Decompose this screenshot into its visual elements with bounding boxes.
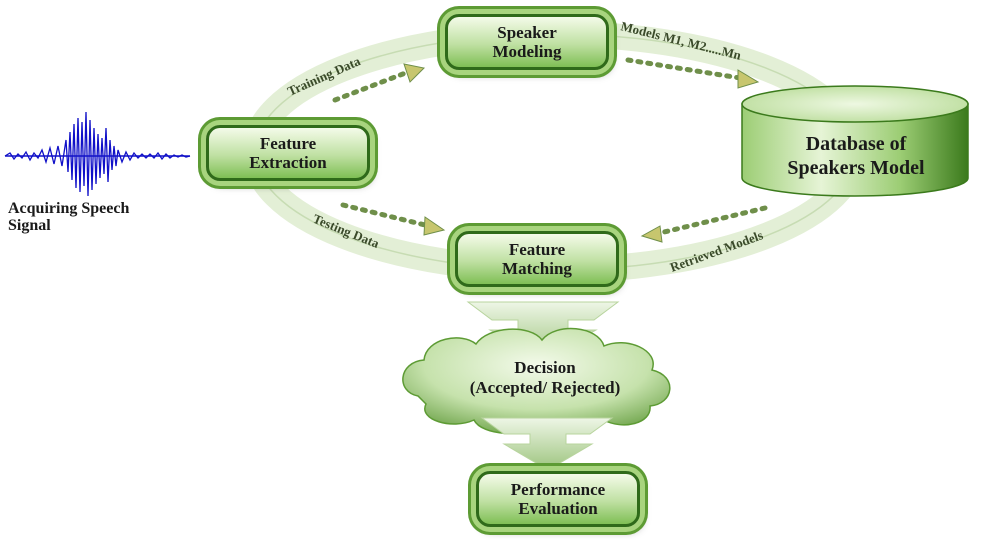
decision-label: Decision (Accepted/ Rejected) — [430, 358, 660, 398]
speaker-modeling-box: Speaker Modeling — [445, 14, 609, 70]
feature-extraction-box: Feature Extraction — [206, 125, 370, 181]
dotted-arrow-testing — [340, 202, 446, 236]
feature-matching-box: Feature Matching — [455, 231, 619, 287]
database-line2: Speakers Model — [787, 157, 925, 179]
dotted-arrow-training — [332, 63, 426, 103]
decision-line1: Decision — [514, 358, 576, 377]
feature-extraction-line1: Feature — [259, 134, 317, 153]
feature-matching-line2: Matching — [502, 259, 572, 278]
signal-line1: Acquiring Speech — [8, 200, 130, 217]
feature-matching-line1: Feature — [508, 240, 566, 259]
performance-evaluation-box: Performance Evaluation — [476, 471, 640, 527]
acquiring-speech-signal-label: Acquiring Speech Signal — [8, 200, 129, 234]
decision-line2: (Accepted/ Rejected) — [469, 378, 621, 397]
feature-extraction-line2: Extraction — [249, 153, 327, 172]
performance-evaluation-line2: Evaluation — [518, 499, 598, 518]
performance-evaluation-line1: Performance — [510, 480, 606, 499]
database-cylinder-icon — [741, 85, 969, 197]
database-line1: Database of — [805, 133, 907, 155]
speech-waveform-icon — [4, 111, 191, 197]
speaker-modeling-line2: Modeling — [492, 42, 562, 61]
dotted-arrow-retrieved — [640, 205, 768, 243]
signal-line2: Signal — [8, 217, 51, 234]
dotted-arrow-models — [625, 57, 760, 89]
speaker-modeling-line1: Speaker — [497, 23, 557, 42]
funnel-arrow-to-performance — [480, 417, 614, 471]
database-label: Database of Speakers Model — [745, 132, 967, 180]
